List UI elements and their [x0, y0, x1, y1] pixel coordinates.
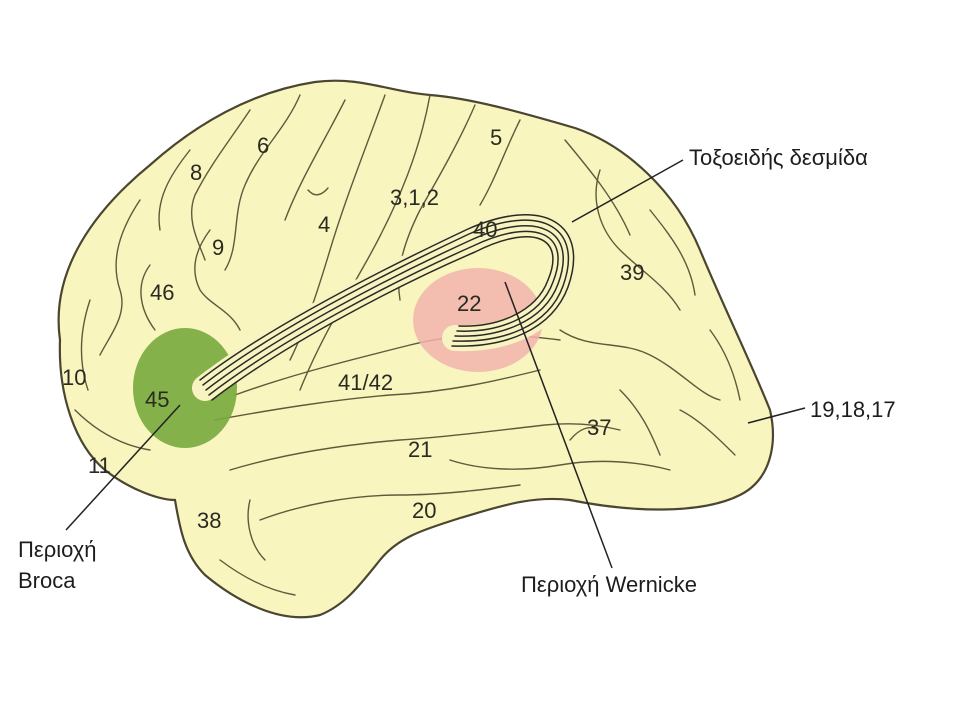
area-5-label: 5 — [490, 125, 502, 150]
brodmann-area-numbers: 8 6 5 9 4 3,1,2 40 46 39 22 10 45 41/42 … — [62, 125, 644, 533]
wernicke-leader-line — [504, 281, 613, 569]
area-40-label: 40 — [473, 217, 497, 242]
area-4-label: 4 — [318, 212, 330, 237]
broca-label-line2: Broca — [18, 568, 76, 593]
callout-labels: Τοξοειδής δεσμίδα 19,18,17 Περιοχή Broca… — [18, 145, 896, 597]
area-20-label: 20 — [412, 498, 436, 523]
occipital-leader-line — [747, 407, 806, 424]
area-11-label: 11 — [88, 453, 111, 478]
area-10-label: 10 — [62, 365, 86, 390]
area-21-label: 21 — [408, 437, 432, 462]
area-37-label: 37 — [587, 415, 611, 440]
broca-leader-line — [65, 404, 181, 531]
area-38-label: 38 — [197, 508, 221, 533]
arcuate-fasciculus-label: Τοξοειδής δεσμίδα — [689, 145, 868, 170]
arcuate-fasciculus-bundle — [192, 211, 578, 401]
wernicke-label: Περιοχή Wernicke — [521, 572, 697, 597]
area-46-label: 46 — [150, 280, 174, 305]
arcuate-leader-line — [571, 159, 684, 223]
area-22-label: 22 — [457, 291, 481, 316]
area-45-label: 45 — [145, 387, 169, 412]
area-3-1-2-label: 3,1,2 — [390, 185, 439, 210]
broca-area-highlight — [133, 328, 237, 448]
area-8-label: 8 — [190, 160, 202, 185]
area-6-label: 6 — [257, 133, 269, 158]
broca-label-line1: Περιοχή — [18, 537, 97, 562]
occipital-areas-label: 19,18,17 — [810, 397, 896, 422]
area-39-label: 39 — [620, 260, 644, 285]
area-41-42-label: 41/42 — [338, 370, 393, 395]
area-9-label: 9 — [212, 235, 224, 260]
